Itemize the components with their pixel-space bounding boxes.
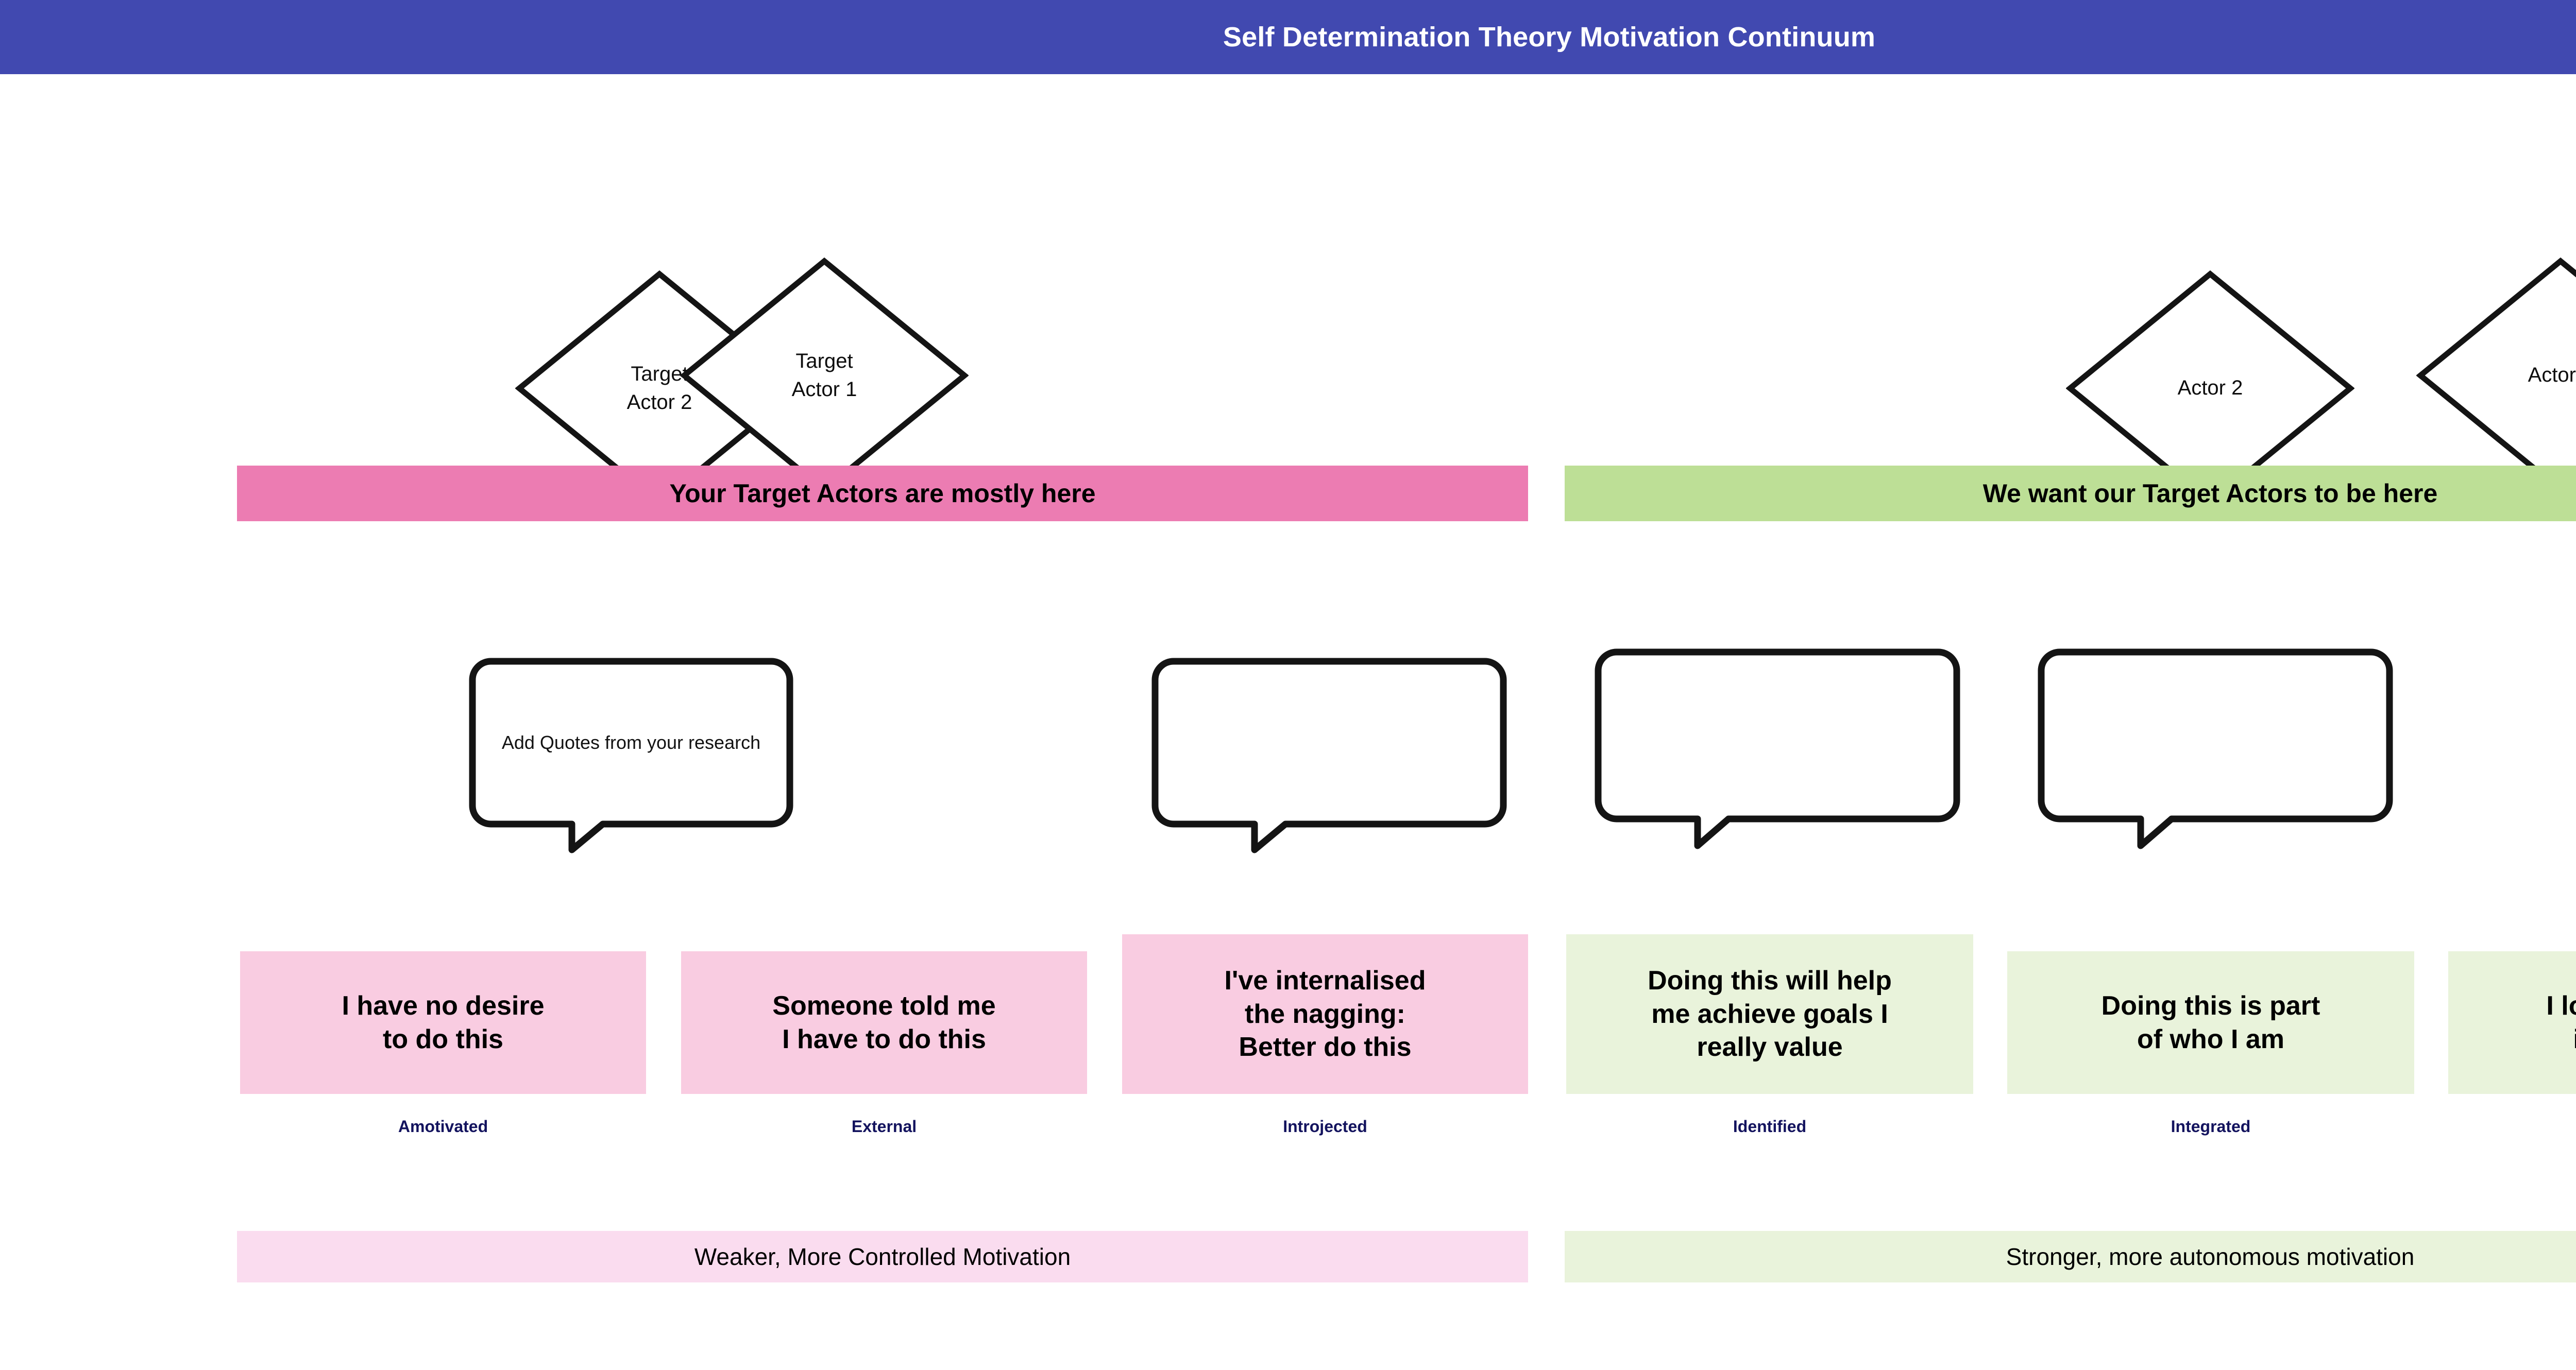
diamond-shape-icon: [680, 257, 969, 494]
banner-target-actors-desired[interactable]: We want our Target Actors to be here: [1565, 466, 2576, 521]
speech-bubble-icon: [469, 658, 793, 853]
motivation-card-statement: I have no desire to do this: [342, 991, 545, 1054]
motivation-card-integrated[interactable]: Doing this is part of who I am Integrate…: [2007, 878, 2414, 1171]
motivation-card-label: Identified: [1733, 1117, 1807, 1136]
page-title-bar: Self Determination Theory Motivation Con…: [0, 0, 2576, 74]
diagram-canvas: Target Actor 2 Target Actor 1 Actor 2 Ac…: [0, 74, 2576, 1370]
footer-left-label: Weaker, More Controlled Motivation: [694, 1243, 1071, 1270]
motivation-card-statement: Someone told me I have to do this: [772, 991, 996, 1054]
speech-bubble-icon: [1595, 648, 1960, 849]
actor-diamond-actor-3[interactable]: Actor 3: [2416, 257, 2576, 494]
motivation-card-introjected[interactable]: I've internalised the nagging: Better do…: [1122, 878, 1528, 1171]
motivation-card-box: Doing this will help me achieve goals I …: [1566, 934, 1973, 1094]
motivation-card-box: Someone told me I have to do this: [681, 951, 1087, 1094]
motivation-card-label: Intrinsic: [2448, 1117, 2576, 1136]
quote-bubble-1[interactable]: Add Quotes from your research: [466, 655, 796, 856]
motivation-card-statement: Doing this will help me achieve goals I …: [1648, 966, 1892, 1063]
motivation-card-intrinsic[interactable]: I love doing this, it feels great Intrin…: [2448, 878, 2576, 1171]
footer-right-label: Stronger, more autonomous motivation: [2006, 1243, 2415, 1270]
banner-left-label: Your Target Actors are mostly here: [669, 479, 1096, 508]
motivation-card-box: I've internalised the nagging: Better do…: [1122, 934, 1528, 1094]
quote-bubble-2[interactable]: [1149, 655, 1510, 856]
motivation-card-label: Amotivated: [398, 1117, 488, 1136]
motivation-card-label: Introjected: [1283, 1117, 1367, 1136]
motivation-card-statement: I've internalised the nagging: Better do…: [1224, 966, 1426, 1063]
motivation-card-external[interactable]: Someone told me I have to do this Extern…: [681, 878, 1087, 1171]
motivation-card-box: I have no desire to do this: [240, 951, 646, 1094]
banner-right-label: We want our Target Actors to be here: [1982, 479, 2438, 508]
quote-bubble-4[interactable]: [2035, 646, 2396, 852]
speech-bubble-icon: [2038, 648, 2393, 849]
quote-bubble-3[interactable]: [1592, 646, 1963, 852]
motivation-card-label: External: [851, 1117, 917, 1136]
motivation-card-identified[interactable]: Doing this will help me achieve goals I …: [1566, 878, 1973, 1171]
footer-stronger-autonomous-motivation[interactable]: Stronger, more autonomous motivation: [1565, 1231, 2576, 1282]
motivation-card-amotivated[interactable]: I have no desire to do this Amotivated: [240, 878, 646, 1171]
motivation-card-statement: I love doing this, it feels great: [2546, 991, 2576, 1054]
motivation-card-box: I love doing this, it feels great: [2448, 951, 2576, 1094]
diamond-shape-icon: [2416, 257, 2576, 494]
motivation-card-statement: Doing this is part of who I am: [2101, 991, 2320, 1054]
actor-diamond-target-actor-1[interactable]: Target Actor 1: [680, 257, 969, 494]
motivation-card-box: Doing this is part of who I am: [2007, 951, 2414, 1094]
banner-target-actors-current[interactable]: Your Target Actors are mostly here: [237, 466, 1528, 521]
footer-weaker-controlled-motivation[interactable]: Weaker, More Controlled Motivation: [237, 1231, 1528, 1282]
speech-bubble-icon: [1151, 658, 1507, 853]
motivation-card-label: Integrated: [2171, 1117, 2251, 1136]
page-title: Self Determination Theory Motivation Con…: [1223, 22, 1876, 53]
